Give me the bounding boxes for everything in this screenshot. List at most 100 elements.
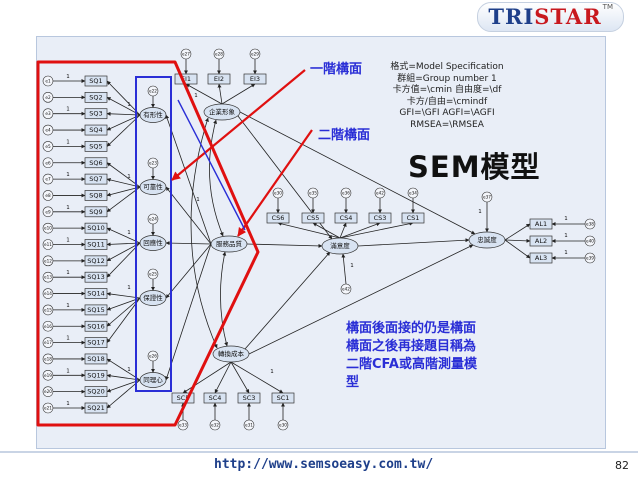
error-e17-label: e17 bbox=[44, 340, 52, 345]
observed-sq3 bbox=[84, 108, 108, 120]
error-e38 bbox=[584, 218, 596, 230]
error-e38-label: e38 bbox=[586, 222, 594, 227]
error-e33 bbox=[177, 419, 189, 431]
model-info-line: 卡方/自由=\cmindf bbox=[406, 96, 488, 107]
second-order-loading-arrow bbox=[165, 241, 212, 246]
second-order-loading-arrow bbox=[165, 114, 212, 245]
error-e16 bbox=[42, 320, 54, 332]
model-info-line: 格式=Model Specification bbox=[390, 62, 504, 72]
observed-sq17 bbox=[84, 337, 108, 348]
error-e13 bbox=[42, 271, 54, 283]
loading-arrow bbox=[214, 361, 232, 394]
observed-sq16-label: SQ16 bbox=[87, 322, 105, 330]
loading-arrow bbox=[339, 221, 414, 239]
path-weight-label: 1 bbox=[564, 233, 568, 239]
loading-arrow bbox=[106, 111, 141, 116]
observed-sq18 bbox=[84, 353, 108, 365]
observed-cs3-label: CS3 bbox=[374, 214, 387, 222]
error-e31 bbox=[243, 419, 255, 431]
observed-sq19 bbox=[84, 369, 108, 381]
observed-sq1 bbox=[84, 75, 108, 87]
residual-e24-label: e24 bbox=[149, 217, 157, 222]
error-e15 bbox=[42, 304, 54, 316]
observed-al3 bbox=[529, 252, 553, 264]
observed-sq15-label: SQ15 bbox=[87, 306, 105, 314]
loading-arrow bbox=[106, 292, 141, 299]
observed-sq6 bbox=[84, 157, 108, 169]
loading-arrow bbox=[106, 373, 141, 381]
loading-arrow bbox=[106, 162, 141, 188]
callout-first-order: 一階構面 bbox=[310, 62, 363, 77]
covariance-arc bbox=[190, 117, 218, 349]
path-weight-label: 1 bbox=[564, 250, 568, 256]
path-weight-label: 1 bbox=[66, 270, 70, 276]
loading-arrow bbox=[106, 186, 141, 197]
path-weight-label: 1 bbox=[127, 367, 131, 373]
observed-ei2 bbox=[207, 73, 231, 85]
second-order-loading-arrow bbox=[165, 243, 212, 299]
path-weight-label: 1 bbox=[350, 263, 354, 269]
error-e30-0 bbox=[272, 187, 284, 199]
loading-arrow bbox=[106, 242, 141, 278]
observed-sq21 bbox=[84, 402, 108, 414]
loading-arrow bbox=[106, 227, 141, 244]
error-e20-label: e20 bbox=[44, 389, 52, 394]
loading-arrow bbox=[106, 242, 141, 247]
error-e27 bbox=[180, 48, 192, 60]
loading-arrow bbox=[106, 242, 141, 262]
path-weight-label: 1 bbox=[66, 368, 70, 374]
error-e4-label: e4 bbox=[45, 128, 51, 133]
model-info: 格式=Model Specification 群組=Group number 1… bbox=[372, 62, 522, 131]
observed-sq3-label: SQ3 bbox=[89, 110, 102, 118]
loading-arrow bbox=[504, 239, 531, 259]
path-weight-label: 1 bbox=[194, 93, 198, 99]
error-e35-1-label: e35 bbox=[309, 191, 317, 196]
residual-e23 bbox=[147, 157, 159, 169]
latent-loyalty-label: 忠誠度 bbox=[477, 235, 497, 244]
footer-url[interactable]: http://www.semsoeasy.com.tw/ bbox=[214, 457, 434, 472]
error-e18-label: e18 bbox=[44, 356, 52, 361]
observed-sq4 bbox=[84, 124, 108, 136]
path-weight-label: 1 bbox=[127, 174, 131, 180]
error-e5-label: e5 bbox=[45, 144, 51, 149]
error-e42-3 bbox=[374, 187, 386, 199]
error-e19-label: e19 bbox=[44, 373, 52, 378]
error-e21 bbox=[42, 402, 54, 414]
loading-arrow bbox=[185, 83, 223, 105]
callout-second-order: 二階構面 bbox=[318, 128, 371, 143]
error-e28 bbox=[213, 48, 225, 60]
observed-ei3-label: EI3 bbox=[250, 75, 260, 83]
residual-e22 bbox=[147, 85, 159, 97]
observed-al3-label: AL3 bbox=[535, 254, 547, 262]
path-weight-label: 1 bbox=[66, 238, 70, 244]
observed-sq14 bbox=[84, 288, 108, 299]
structural-path bbox=[357, 238, 470, 247]
latent-loyalty bbox=[468, 231, 506, 249]
error-e17 bbox=[42, 337, 54, 348]
covariance-arc bbox=[220, 251, 229, 347]
error-e3 bbox=[42, 108, 54, 119]
note-line: 構面後面接的仍是構面 bbox=[346, 321, 477, 336]
observed-ei1-label: EI1 bbox=[181, 75, 191, 83]
error-e9 bbox=[42, 206, 54, 218]
loading-arrow bbox=[106, 186, 141, 213]
error-e8 bbox=[42, 190, 54, 201]
error-e36-2-label: e36 bbox=[342, 191, 350, 196]
observed-al1 bbox=[529, 218, 553, 230]
observed-sq13 bbox=[84, 271, 108, 283]
path-weight-label: 1 bbox=[196, 197, 200, 203]
path-weight-label: 1 bbox=[127, 285, 131, 291]
observed-sc1 bbox=[271, 392, 295, 404]
path-weight-label: 1 bbox=[564, 216, 568, 222]
error-e28-label: e28 bbox=[215, 52, 223, 57]
observed-sc5-label: SC5 bbox=[177, 394, 190, 402]
path-weight-label: 1 bbox=[127, 102, 131, 108]
error-e4 bbox=[42, 124, 54, 136]
error-e1-label: e1 bbox=[45, 79, 51, 84]
observed-sc3 bbox=[237, 392, 261, 404]
highlight-first-order-factors bbox=[135, 76, 172, 392]
latent-corporate-image bbox=[203, 103, 241, 121]
error-e12-label: e12 bbox=[44, 258, 52, 263]
structural-path bbox=[246, 243, 323, 248]
path-weight-label: 1 bbox=[66, 336, 70, 342]
